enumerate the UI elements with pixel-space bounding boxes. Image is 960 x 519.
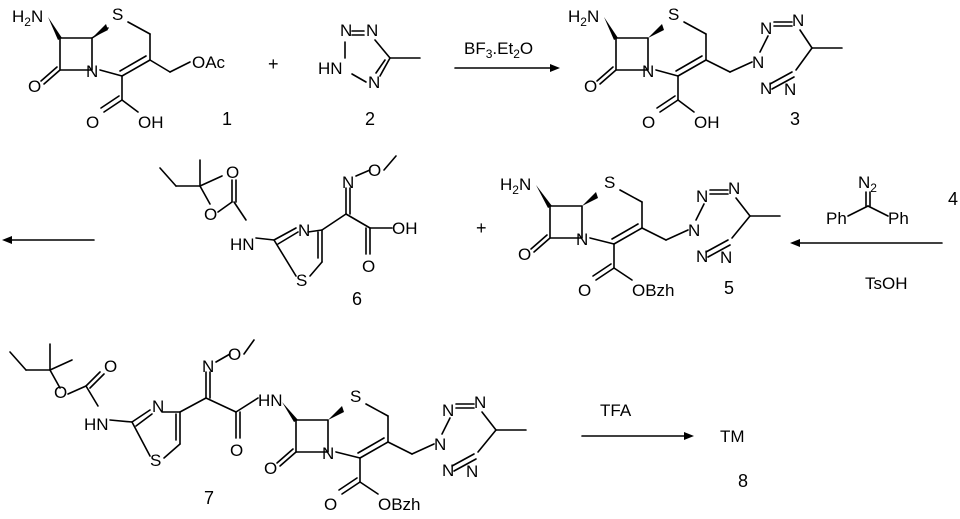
svg-text:N: N [442, 461, 454, 480]
svg-text:N: N [298, 221, 310, 240]
svg-text:O: O [204, 205, 217, 224]
c4-number: 4 [948, 189, 958, 209]
svg-text:O: O [228, 345, 241, 364]
svg-text:N: N [696, 247, 708, 266]
compound-8: TM 8 [720, 427, 748, 491]
svg-text:N: N [434, 435, 446, 454]
compound-1: H2N O N S OAc O OH 1 [12, 5, 232, 132]
compound-2: N N N HN 2 [318, 21, 421, 129]
svg-text:H2N: H2N [500, 175, 531, 197]
c6-number: 6 [352, 289, 362, 309]
svg-text:OH: OH [694, 113, 720, 132]
svg-text:HN: HN [230, 235, 255, 254]
svg-text:O: O [642, 113, 655, 132]
c7-hn: HN [258, 391, 283, 410]
c2-n-top-right: N [366, 21, 378, 40]
c7-obzh: OBzh [378, 495, 421, 514]
c1-cooh-o: O [86, 113, 99, 132]
reaction-arrow-1: BF3.Et2O [454, 39, 560, 72]
svg-text:N: N [688, 221, 700, 240]
svg-text:O: O [368, 161, 381, 180]
svg-text:N: N [696, 187, 708, 206]
c1-oxo: O [28, 77, 41, 96]
svg-text:N: N [342, 173, 354, 192]
svg-text:O: O [578, 281, 591, 300]
c3-number: 3 [790, 109, 800, 129]
c1-cooh-oh: OH [138, 113, 164, 132]
c5-obzh: OBzh [632, 281, 675, 300]
target-molecule-label: TM [720, 427, 745, 446]
svg-text:N: N [474, 393, 486, 412]
svg-text:N: N [576, 230, 588, 249]
svg-text:S: S [350, 387, 361, 406]
svg-text:O: O [518, 245, 531, 264]
reagent-bf3: BF3.Et2O [464, 39, 533, 61]
c2-hn: HN [318, 59, 343, 78]
compound-6: O O HN N S N O OH O 6 [159, 155, 418, 309]
svg-text:O: O [362, 257, 375, 276]
compound-3: H2N O N S N N N N N O OH 3 [568, 5, 843, 132]
svg-text:N: N [466, 462, 478, 481]
compound-4: N2 Ph Ph 4 [826, 173, 958, 228]
svg-text:N2: N2 [858, 173, 877, 195]
svg-text:N: N [728, 179, 740, 198]
c1-amine-label: H2N [12, 7, 43, 29]
svg-text:S: S [150, 451, 161, 470]
svg-text:N: N [792, 11, 804, 30]
svg-text:O: O [226, 163, 239, 182]
svg-text:S: S [668, 5, 679, 24]
compound-5: H2N O N S N N N N N O OBzh 5 [500, 173, 781, 300]
svg-text:S: S [604, 173, 615, 192]
reaction-arrow-4: TFA [581, 401, 694, 440]
svg-text:O: O [54, 383, 67, 402]
plus-sign-1: + [268, 54, 279, 74]
svg-text:O: O [264, 459, 277, 478]
svg-text:N: N [202, 357, 214, 376]
svg-text:HN: HN [84, 415, 109, 434]
reagent-tfa: TFA [600, 401, 632, 420]
c1-s: S [112, 5, 123, 24]
reagent-tsoh: TsOH [865, 274, 908, 293]
c1-n: N [86, 62, 98, 81]
c2-n-top-left: N [340, 21, 352, 40]
svg-text:O: O [584, 77, 597, 96]
svg-text:N: N [642, 62, 654, 81]
c4-ph-right: Ph [888, 209, 909, 228]
plus-sign-2: + [476, 218, 487, 238]
c8-number: 8 [738, 471, 748, 491]
svg-text:N: N [720, 248, 732, 267]
compound-7: O O HN N S N O O HN O N S [9, 339, 527, 514]
svg-text:N: N [784, 80, 796, 99]
svg-text:O: O [230, 441, 243, 460]
c4-ph-left: Ph [826, 209, 847, 228]
svg-text:N: N [752, 53, 764, 72]
reaction-arrow-2: TsOH [790, 239, 943, 293]
svg-text:N: N [760, 19, 772, 38]
c1-number: 1 [222, 109, 232, 129]
svg-text:N: N [152, 397, 164, 416]
svg-text:H2N: H2N [568, 7, 599, 29]
svg-text:S: S [296, 271, 307, 290]
c7-number: 7 [204, 488, 214, 508]
c2-number: 2 [365, 109, 375, 129]
svg-text:O: O [104, 357, 117, 376]
svg-text:N: N [760, 79, 772, 98]
reaction-arrow-3 [2, 236, 95, 244]
svg-text:N: N [442, 401, 454, 420]
c1-amine-wedge [48, 17, 62, 40]
c2-n-bottom: N [368, 73, 380, 92]
svg-text:O: O [324, 495, 337, 514]
c6-oh: OH [392, 219, 418, 238]
c1-lactam-ring [59, 37, 93, 71]
c1-oac: OAc [192, 53, 226, 72]
svg-text:N: N [322, 444, 334, 463]
c5-number: 5 [724, 278, 734, 298]
